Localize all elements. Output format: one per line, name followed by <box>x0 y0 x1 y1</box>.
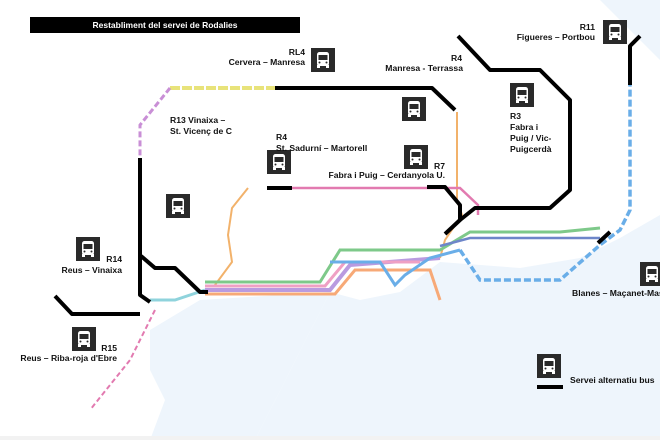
bus-route-r13 <box>138 158 152 304</box>
route-name-rl4: Cervera – Manresa <box>229 57 306 67</box>
rail-line-pink-south <box>89 309 156 411</box>
bus-icon-legend <box>537 354 561 378</box>
route-code-rl4: RL4 <box>289 47 305 57</box>
bus-icon-r15 <box>72 327 96 351</box>
rail-line-orange-west <box>214 187 249 286</box>
bus-icon-blanes <box>640 262 660 286</box>
route-code-r15: R15 <box>101 343 117 353</box>
bus-icon-r13 <box>166 194 190 218</box>
bus-icon-r11 <box>603 20 627 44</box>
bus-icon-r3 <box>510 83 534 107</box>
legend-bus-route-swatch <box>537 385 563 389</box>
bus-icon-rl4 <box>311 48 335 72</box>
sea-south <box>150 292 330 440</box>
bus-route-r14 <box>139 254 208 294</box>
route-code-r14: R14 <box>106 254 122 264</box>
bottom-strip <box>0 436 660 440</box>
bus-route-r3 <box>456 34 572 222</box>
rail-line-blue-maresme <box>458 85 632 282</box>
route-name-r7: Fabra i Puig – Cerdanyola U. <box>328 170 445 180</box>
bus-route-blanes <box>596 230 612 245</box>
bus-icon-r7 <box>404 145 428 169</box>
route-code-r3: R3 <box>510 111 521 121</box>
bus-icon-r14 <box>76 237 100 261</box>
rail-line-purple <box>138 87 172 158</box>
rail-line-dark-blue <box>439 236 600 248</box>
route-name-r15: Reus – Riba-roja d'Ebre <box>20 353 117 363</box>
rail-line-coast-pink <box>205 260 420 288</box>
page-title: Restabliment del servei de Rodalies <box>30 17 300 33</box>
route-code-r13: R13 Vinaixa – <box>170 115 225 125</box>
route-code-r11: R11 <box>580 22 596 32</box>
bus-route-rl4 <box>275 86 457 112</box>
route-name-r4-manresa: Manresa - Terrassa <box>385 63 463 73</box>
rail-line-coast-green <box>205 226 601 284</box>
bus-icon-r4-manresa <box>402 97 426 121</box>
route-name-r3-line1: Fabra i <box>510 122 538 132</box>
route-code-r4-sadurni: R4 <box>276 132 287 142</box>
sea <box>255 0 660 440</box>
legend-label: Servei alternatiu bus <box>570 375 655 385</box>
bus-route-r7 <box>427 185 462 236</box>
route-name-blanes: Blanes – Maçanet-Massanes <box>572 288 660 298</box>
route-name-r3-line2: Puig / Vic- <box>510 133 552 143</box>
route-name-r13: St. Vicenç de C <box>170 126 232 136</box>
route-code-r7: R7 <box>434 161 445 171</box>
bus-route-r11 <box>628 34 642 85</box>
rail-line-cyan-tarragona <box>150 288 206 302</box>
route-name-r4-sadurni: St. Sadurní – Martorell <box>276 143 367 153</box>
route-code-r4-manresa: R4 <box>451 53 462 63</box>
bus-icon-r4-sadurni <box>267 150 291 174</box>
rail-line-coast-orange <box>205 268 442 301</box>
rail-line-coast-blue <box>330 248 461 288</box>
route-name-r14: Reus – Vinaixa <box>61 265 122 275</box>
route-name-r3-line3: Puigcerdà <box>510 144 552 154</box>
bus-route-r15 <box>53 294 140 316</box>
route-name-r11: Figueres – Portbou <box>517 32 595 42</box>
